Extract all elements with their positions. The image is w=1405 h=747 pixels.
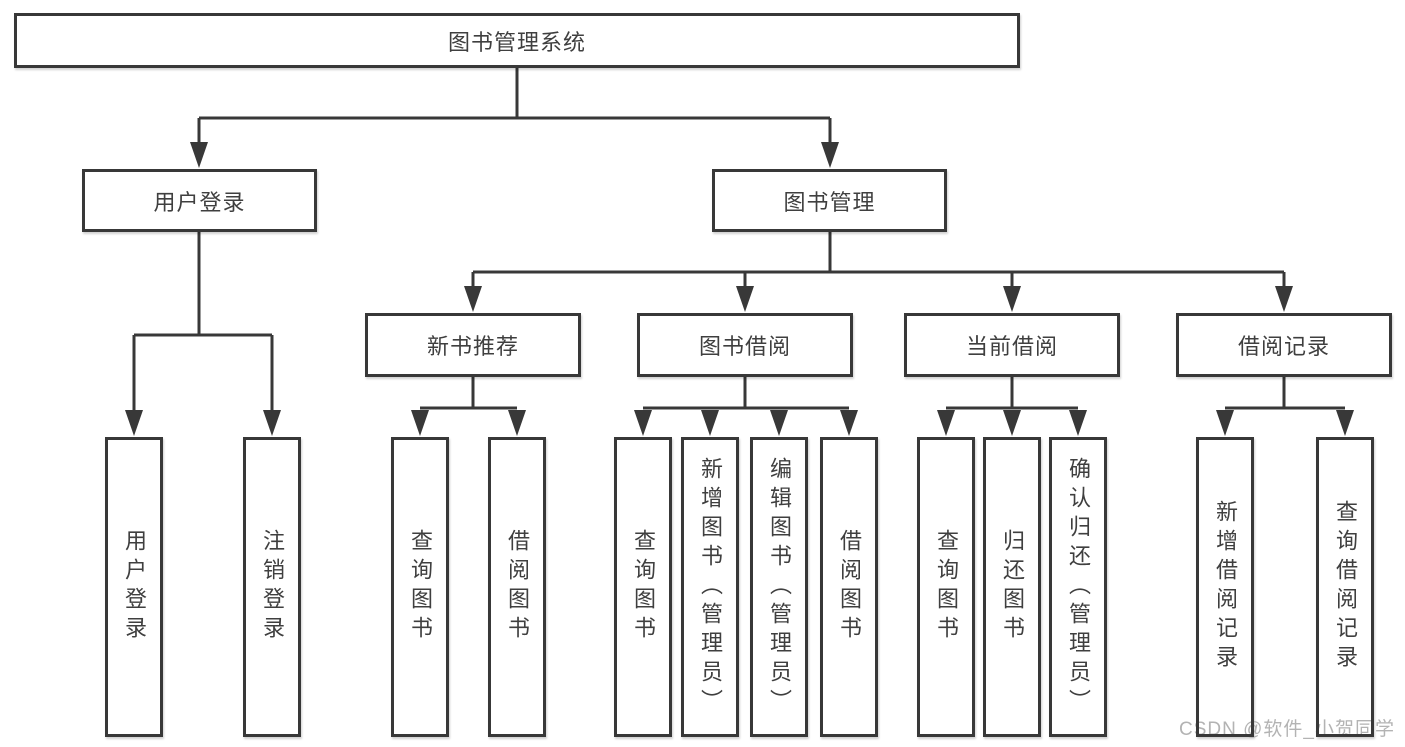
node-current-borrowing: 当前借阅 xyxy=(904,313,1120,377)
node-label: 归还图书 xyxy=(1000,529,1025,645)
node-label: 图书管理系统 xyxy=(447,29,586,55)
node-user-login: 用户登录 xyxy=(82,169,317,232)
node-label: 查询借阅记录 xyxy=(1333,500,1358,674)
leaf-query-books-current: 查询图书 xyxy=(917,437,975,737)
node-label: 新增借阅记录 xyxy=(1213,500,1238,674)
node-root-system: 图书管理系统 xyxy=(14,13,1020,68)
leaf-return-books: 归还图书 xyxy=(983,437,1041,737)
node-label: 借阅图书 xyxy=(505,529,530,645)
node-label: 确认归还（管理员） xyxy=(1066,456,1091,718)
node-label: 图书借阅 xyxy=(698,334,791,359)
node-label: 借阅图书 xyxy=(837,529,862,645)
leaf-query-books-recommend: 查询图书 xyxy=(391,437,449,737)
node-label: 注销登录 xyxy=(260,529,285,645)
leaf-logout-login: 注销登录 xyxy=(243,437,301,737)
leaf-borrow-books-borrowing: 借阅图书 xyxy=(820,437,878,737)
leaf-user-login: 用户登录 xyxy=(105,437,163,737)
node-label: 当前借阅 xyxy=(965,334,1058,359)
leaf-confirm-return-admin: 确认归还（管理员） xyxy=(1049,437,1107,737)
leaf-edit-book-admin: 编辑图书（管理员） xyxy=(750,437,808,737)
node-book-management: 图书管理 xyxy=(712,169,947,232)
watermark: CSDN @软件_小贺同学 xyxy=(1179,719,1395,740)
node-label: 借阅记录 xyxy=(1237,334,1330,359)
node-label: 图书管理 xyxy=(783,189,876,215)
node-label: 编辑图书（管理员） xyxy=(767,456,792,718)
node-new-book-recommend: 新书推荐 xyxy=(365,313,581,377)
leaf-borrow-books-recommend: 借阅图书 xyxy=(488,437,546,737)
node-label: 查询图书 xyxy=(408,529,433,645)
leaf-add-borrow-record: 新增借阅记录 xyxy=(1196,437,1254,737)
node-label: 新增图书（管理员） xyxy=(698,456,723,718)
leaf-query-books-borrowing: 查询图书 xyxy=(614,437,672,737)
node-label: 新书推荐 xyxy=(426,334,519,359)
node-borrow-records: 借阅记录 xyxy=(1176,313,1392,377)
node-label: 用户登录 xyxy=(153,189,246,215)
leaf-query-borrow-record: 查询借阅记录 xyxy=(1316,437,1374,737)
leaf-add-book-admin: 新增图书（管理员） xyxy=(681,437,739,737)
node-book-borrowing: 图书借阅 xyxy=(637,313,853,377)
node-label: 查询图书 xyxy=(934,529,959,645)
node-label: 查询图书 xyxy=(631,529,656,645)
node-label: 用户登录 xyxy=(122,529,147,645)
